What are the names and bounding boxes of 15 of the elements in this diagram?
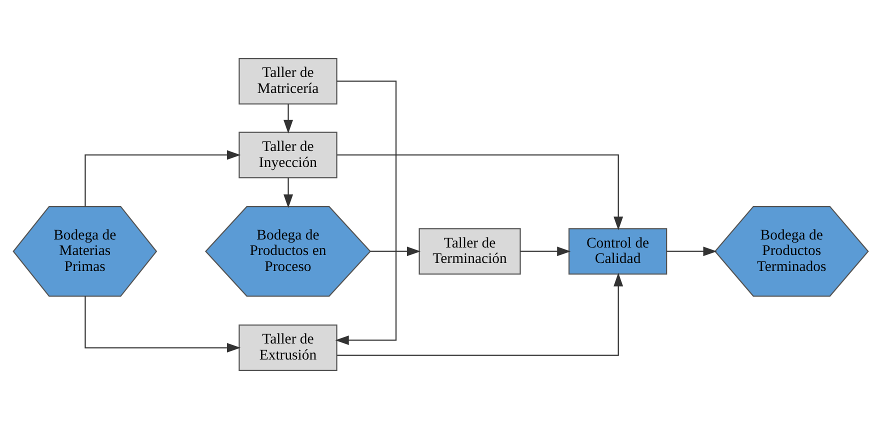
arrow [284,104,294,134]
node-box: Taller de Inyección [238,132,338,178]
node-box: Taller de Terminación [418,228,521,275]
arrow [337,272,624,356]
arrow [84,150,241,207]
node-box: Control de Calidad [568,228,668,275]
arrow [84,296,241,353]
arrow [337,154,624,230]
arrow [370,246,421,256]
arrow [335,80,397,345]
node-box: Taller de Extrusión [238,324,338,372]
arrow [520,246,571,256]
arrow [666,246,717,256]
node-box: Taller de Matricería [238,58,338,104]
arrow [284,178,294,208]
